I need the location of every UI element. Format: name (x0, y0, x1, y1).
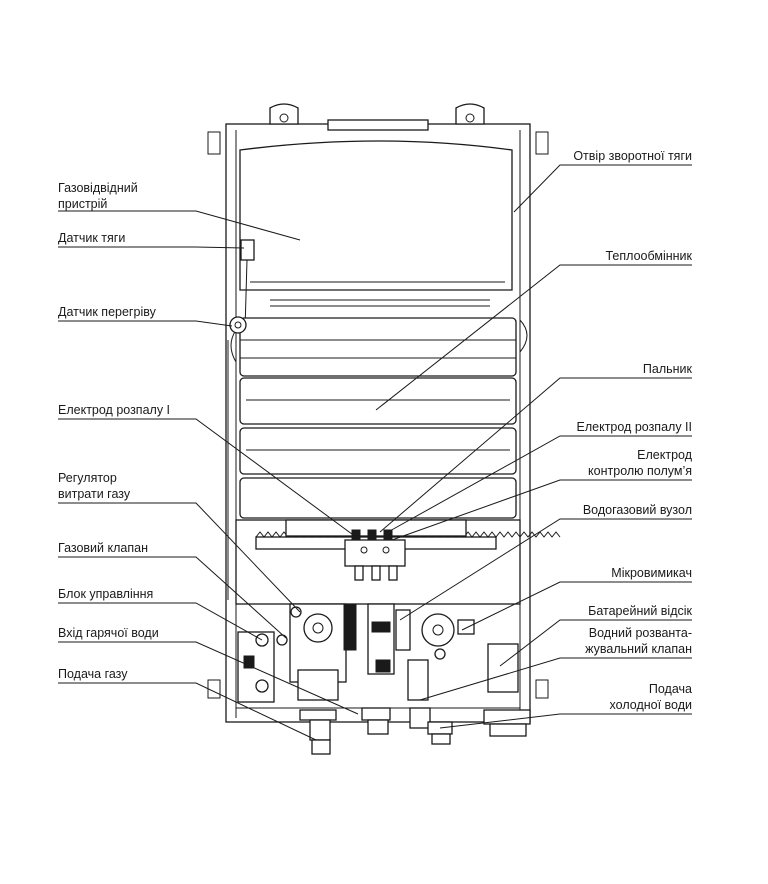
label-control-unit: Блок управління (58, 587, 153, 601)
label-relief-valve-line1: Водний розванта- (589, 626, 692, 640)
label-ignition-electrode-1: Електрод розпалу I (58, 403, 170, 417)
pipe-outlets (299, 707, 531, 755)
labels-left: Газовідвідний пристрій Датчик тяги Датчи… (58, 181, 170, 681)
overheat-sensor-part (229, 316, 247, 334)
leader-lines (58, 164, 692, 741)
flue-opening (327, 119, 429, 131)
draft-sensor-part (240, 239, 255, 261)
label-reverse-draft-hole: Отвір зворотної тяги (573, 149, 692, 163)
label-gas-exhaust-line2: пристрій (58, 197, 107, 211)
label-hot-water-inlet: Вхід гарячої води (58, 626, 159, 640)
label-gas-regulator-line1: Регулятор (58, 471, 117, 485)
label-water-gas-unit: Водогазовий вузол (583, 503, 692, 517)
label-flame-electrode-line2: контролю полум’я (588, 464, 692, 478)
label-flame-electrode-line1: Електрод (637, 448, 693, 462)
label-relief-valve-line2: жувальний клапан (585, 642, 692, 656)
label-burner: Пальник (643, 362, 693, 376)
heat-exchanger-part (227, 317, 528, 620)
label-cold-water-line1: Подача (649, 682, 692, 696)
label-microswitch: Мікровимикач (611, 566, 692, 580)
burner-part (255, 519, 561, 581)
flue-hood (239, 140, 513, 307)
label-draft-sensor: Датчик тяги (58, 231, 125, 245)
label-heat-exchanger: Теплообмінник (605, 249, 692, 263)
label-gas-valve: Газовий клапан (58, 541, 148, 555)
label-overheat-sensor: Датчик перегріву (58, 305, 157, 319)
labels-right: Отвір зворотної тяги Теплообмінник Пальн… (573, 149, 692, 712)
water-gas-unit-part (235, 603, 521, 709)
label-cold-water-line2: холодної води (610, 698, 692, 712)
label-battery-compartment: Батарейний відсік (588, 604, 692, 618)
label-gas-supply: Подача газу (58, 667, 128, 681)
label-gas-exhaust-line1: Газовідвідний (58, 181, 138, 195)
label-ignition-electrode-2: Електрод розпалу II (577, 420, 693, 434)
label-gas-regulator-line2: витрати газу (58, 487, 131, 501)
